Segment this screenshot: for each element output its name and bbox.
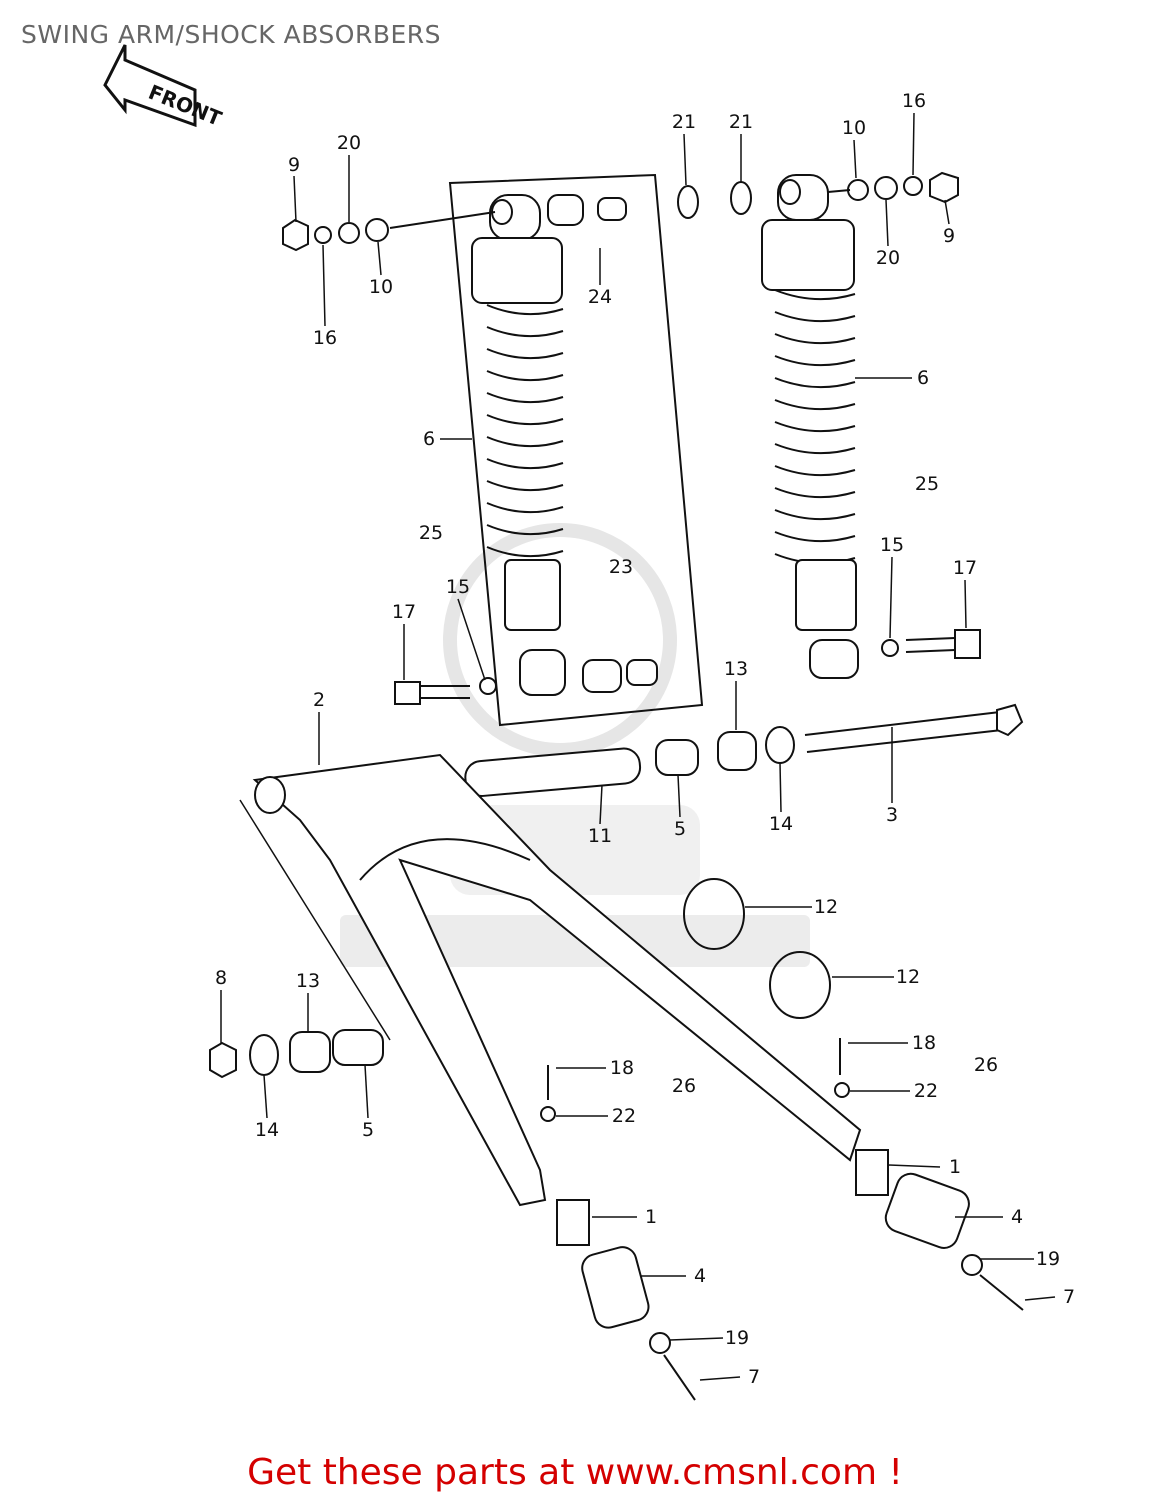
leader-line — [889, 556, 893, 639]
callout-label: 25 — [418, 522, 444, 544]
callout-label: 9 — [942, 225, 956, 247]
leader-line — [779, 762, 782, 813]
callout-label: 7 — [747, 1366, 761, 1388]
callout-label: 14 — [768, 813, 794, 835]
callout-label: 12 — [895, 966, 921, 988]
callout-label: 13 — [295, 970, 321, 992]
leader-line — [669, 1337, 724, 1341]
callout-label: 13 — [723, 658, 749, 680]
callout-label: 16 — [312, 327, 338, 349]
leader-line — [853, 139, 857, 179]
callout-label: 17 — [952, 557, 978, 579]
leader-line — [964, 579, 967, 629]
callout-label: 8 — [214, 967, 228, 989]
callout-label: 9 — [287, 154, 301, 176]
callout-label: 19 — [724, 1327, 750, 1349]
hardware-parts — [209, 171, 1024, 1401]
callout-label: 21 — [728, 111, 754, 133]
callout-leader-lines — [220, 112, 1056, 1381]
leader-line — [887, 1164, 941, 1168]
callout-label: 18 — [911, 1032, 937, 1054]
callout-label: 2 — [312, 689, 326, 711]
left-shock-absorber — [471, 194, 566, 696]
leader-line — [599, 784, 603, 825]
callout-label: 5 — [673, 818, 687, 840]
leader-line — [944, 199, 950, 225]
leader-line — [293, 175, 297, 223]
leader-line — [377, 241, 382, 276]
leader-line — [912, 112, 915, 176]
swing-arm — [239, 753, 862, 1207]
callout-label: 21 — [671, 111, 697, 133]
callout-label: 14 — [254, 1119, 280, 1141]
coil-spring — [486, 304, 564, 558]
callout-label: 16 — [901, 90, 927, 112]
coil-spring — [774, 289, 856, 565]
footer-parts-link[interactable]: Get these parts at www.cmsnl.com ! — [247, 1452, 903, 1493]
callout-label: 18 — [609, 1057, 635, 1079]
leader-line — [699, 1376, 741, 1381]
callout-label: 15 — [879, 534, 905, 556]
right-shock-absorber — [761, 174, 859, 679]
callout-label: 7 — [1062, 1286, 1076, 1308]
callout-label: 6 — [916, 367, 930, 389]
callout-label: 15 — [445, 576, 471, 598]
callout-label: 24 — [587, 286, 613, 308]
callout-label: 26 — [973, 1054, 999, 1076]
callout-label: 4 — [1010, 1206, 1024, 1228]
callout-label: 11 — [587, 825, 613, 847]
callout-label: 22 — [913, 1080, 939, 1102]
callout-label: 19 — [1035, 1248, 1061, 1270]
leader-line — [263, 1074, 268, 1119]
callout-label: 10 — [841, 117, 867, 139]
leader-line — [677, 774, 681, 818]
leader-line — [322, 244, 326, 327]
leader-line — [683, 133, 687, 186]
leader-line — [364, 1064, 369, 1119]
callout-label: 10 — [368, 276, 394, 298]
page-title: SWING ARM/SHOCK ABSORBERS — [21, 20, 442, 49]
callout-label: 20 — [336, 132, 362, 154]
callout-label: 5 — [361, 1119, 375, 1141]
callout-label: 3 — [885, 804, 899, 826]
callout-label: 25 — [914, 473, 940, 495]
leader-line — [1024, 1296, 1056, 1301]
callout-label: 20 — [875, 247, 901, 269]
leader-line — [457, 598, 486, 681]
callout-label: 26 — [671, 1075, 697, 1097]
callout-label: 22 — [611, 1105, 637, 1127]
callout-label: 12 — [813, 896, 839, 918]
callout-label: 6 — [422, 428, 436, 450]
callout-label: 4 — [693, 1265, 707, 1287]
shock-assembly-box — [448, 173, 704, 727]
leader-line — [885, 199, 889, 247]
callout-label: 1 — [948, 1156, 962, 1178]
callout-label: 23 — [608, 556, 634, 578]
callout-label: 1 — [644, 1206, 658, 1228]
front-arrow-icon: FRONT — [103, 44, 225, 131]
callout-label: 17 — [391, 601, 417, 623]
